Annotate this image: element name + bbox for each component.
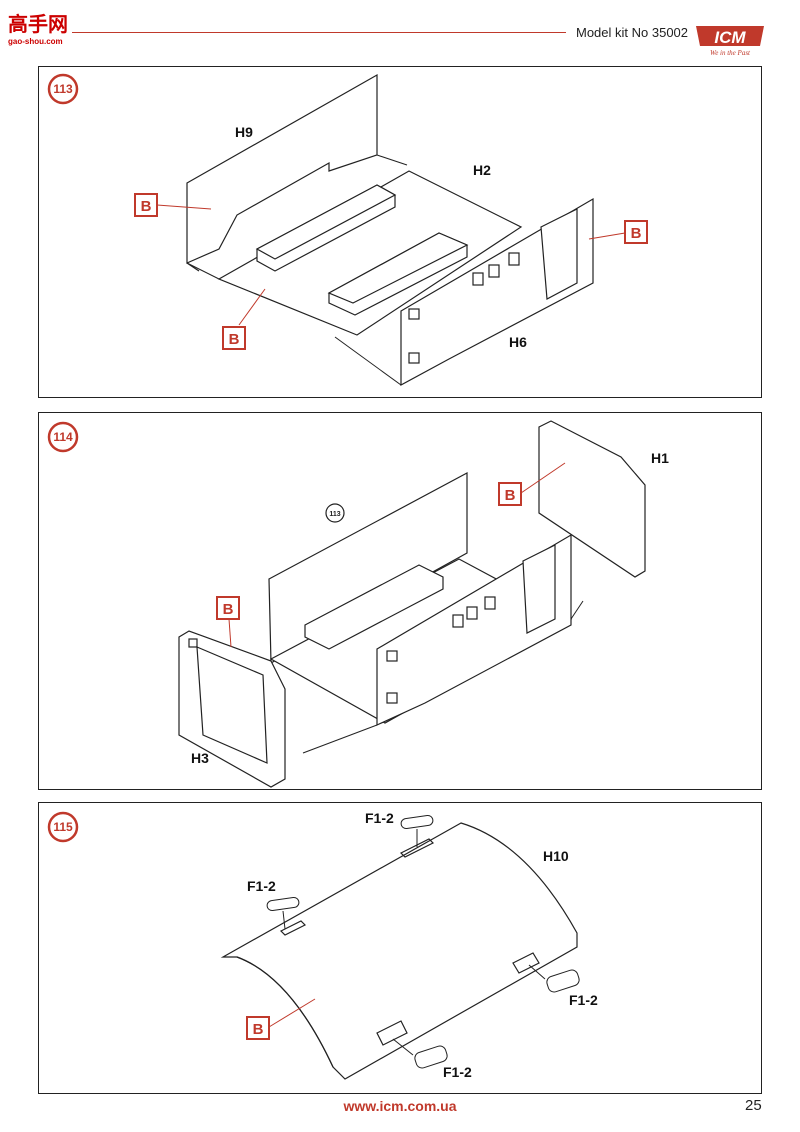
step-114-panel: 114 113 — [38, 412, 762, 790]
label-h10: H10 — [543, 848, 569, 864]
label-f1-2-left: F1-2 — [247, 878, 276, 894]
icm-logo-badge — [696, 26, 764, 46]
step-115-arrows — [282, 829, 546, 1056]
kit-title: Model kit No 35002 — [576, 25, 689, 40]
step-115-callout-lines — [268, 998, 316, 1028]
label-f1-2-right: F1-2 — [569, 992, 598, 1008]
svg-text:B: B — [141, 198, 152, 215]
ref-step-113: 113 — [325, 503, 345, 523]
step-114-badge: 114 — [47, 421, 79, 453]
page-number: 25 — [745, 1097, 762, 1114]
svg-text:113: 113 — [53, 82, 73, 96]
step-114-callout-lines — [228, 462, 566, 648]
icm-logo-tagline: We in the Past — [710, 49, 751, 57]
svg-text:B: B — [253, 1021, 264, 1038]
icm-logo-brand: ICM — [714, 28, 746, 47]
svg-text:113: 113 — [329, 511, 340, 518]
callout-b: B — [624, 220, 648, 244]
step-113-callout-lines — [156, 204, 626, 326]
icm-logo: ICM We in the Past — [694, 20, 766, 62]
callout-b: B — [134, 193, 158, 217]
label-f1-2-top: F1-2 — [365, 810, 394, 826]
label-h2: H2 — [473, 162, 491, 178]
assembly-113-drawing — [268, 471, 573, 726]
svg-text:B: B — [631, 225, 642, 242]
callout-b: B — [216, 596, 240, 620]
part-h10-drawing — [220, 822, 578, 1080]
svg-text:B: B — [223, 601, 234, 618]
step-115-badge: 115 — [47, 811, 79, 843]
svg-text:114: 114 — [53, 430, 73, 444]
footer-url[interactable]: www.icm.com.ua — [343, 1098, 457, 1114]
svg-text:B: B — [505, 487, 516, 504]
site-logo-url: gao-shou.com — [8, 37, 63, 46]
callout-b: B — [498, 482, 522, 506]
label-h1: H1 — [651, 450, 669, 466]
label-h9: H9 — [235, 124, 253, 140]
part-h6-drawing — [400, 197, 594, 387]
label-f1-2-bottom: F1-2 — [443, 1064, 472, 1080]
step-113-arrows — [186, 154, 408, 386]
step-113-panel: 113 — [38, 66, 762, 398]
site-logo-text: 高手网 — [8, 12, 68, 36]
svg-text:B: B — [229, 331, 240, 348]
header-rule — [72, 32, 566, 33]
svg-text:115: 115 — [53, 820, 73, 834]
callout-b: B — [222, 326, 246, 350]
step-115-panel: 115 F1-2 H10 F1-2 F — [38, 802, 762, 1094]
step-114-arrows — [302, 600, 584, 754]
part-h3-drawing — [178, 630, 286, 788]
label-h3: H3 — [191, 750, 209, 766]
part-h2-drawing — [217, 170, 523, 336]
step-113-badge: 113 — [47, 73, 79, 105]
part-f1-2-drawing — [266, 814, 580, 1069]
part-h1-drawing — [538, 420, 646, 578]
label-h6: H6 — [509, 334, 527, 350]
callout-b: B — [246, 1016, 270, 1040]
site-logo: 高手网 gao-shou.com — [8, 8, 68, 46]
